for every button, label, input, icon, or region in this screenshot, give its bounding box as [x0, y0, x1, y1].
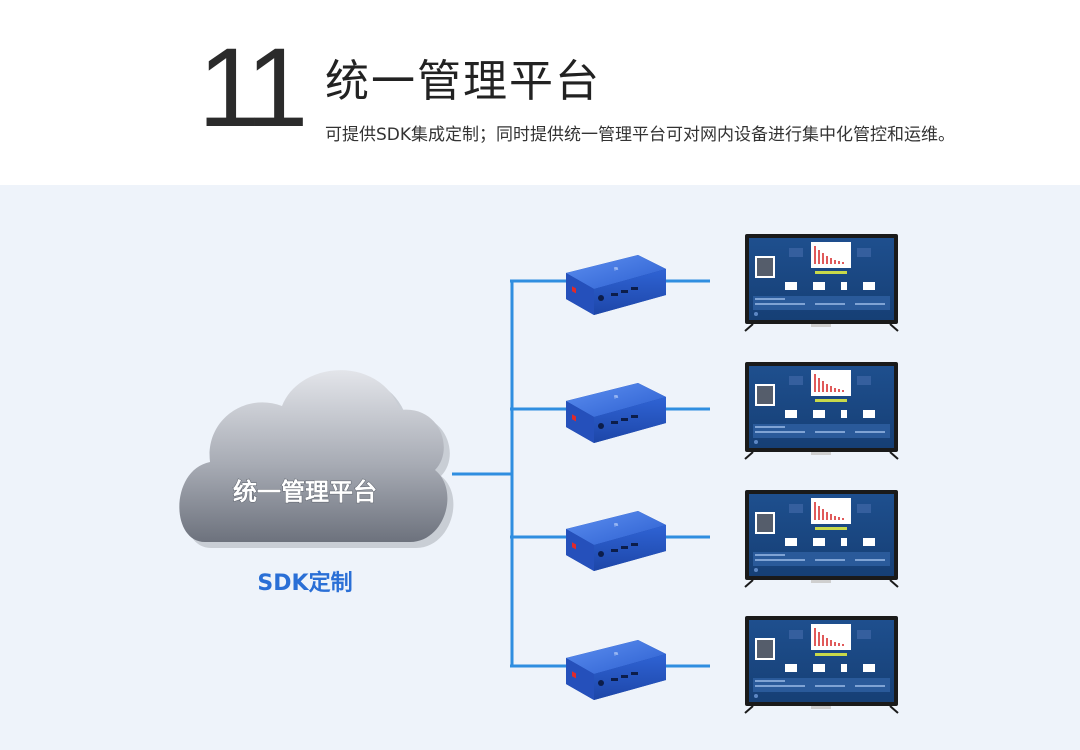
client-box-1 [566, 255, 666, 315]
client-box-3 [566, 511, 666, 571]
client-box-2 [566, 383, 666, 443]
client-box-4 [566, 640, 666, 700]
display-screen-3 [744, 489, 899, 588]
network-diagram: ≡ [0, 185, 1080, 750]
cloud-label: 统一管理平台 [233, 478, 377, 506]
page-title: 统一管理平台 [325, 56, 601, 107]
sdk-label: SDK定制 [257, 570, 352, 596]
section-number: 11 [198, 25, 308, 150]
display-screen-4 [744, 615, 899, 714]
page-description: 可提供SDK集成定制；同时提供统一管理平台可对网内设备进行集中化管控和运维。 [325, 125, 956, 145]
page-header: 11 统一管理平台 可提供SDK集成定制；同时提供统一管理平台可对网内设备进行集… [0, 0, 1080, 185]
display-screen-2 [744, 361, 899, 460]
cloud-icon [179, 370, 454, 548]
diagram-svg: ≡ [179, 233, 899, 714]
connection-lines [452, 279, 710, 668]
display-screen-1 [744, 233, 899, 332]
